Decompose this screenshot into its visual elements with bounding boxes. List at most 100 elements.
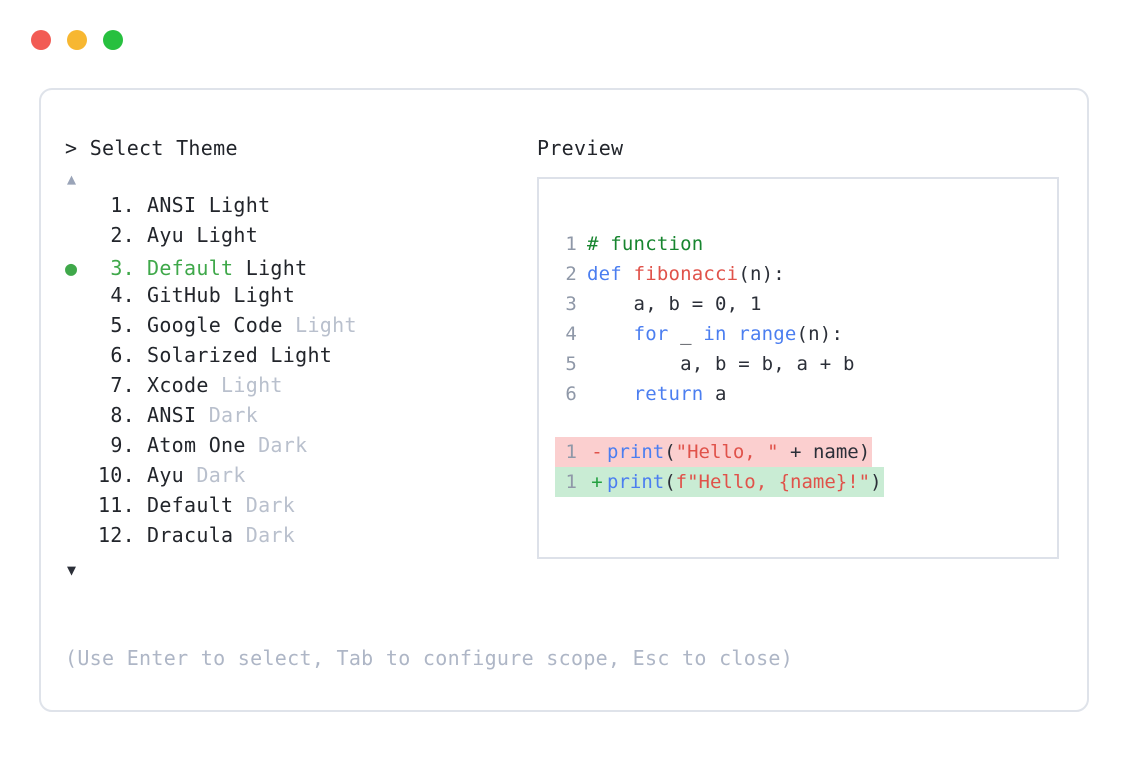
theme-item-variant: Light (221, 283, 296, 307)
theme-item-variant: Light (233, 256, 308, 280)
theme-item-name: Solarized (147, 343, 259, 367)
scroll-down-icon[interactable]: ▼ (67, 561, 77, 579)
theme-item-index: 5. (110, 313, 135, 337)
code-token: def (587, 263, 634, 285)
code-text: def fibonacci(n): (587, 259, 785, 289)
code-text: print("Hello, " + name) (607, 437, 870, 467)
minimize-window-button[interactable] (67, 30, 87, 50)
code-line: 1 # function (555, 229, 1053, 259)
prompt-caret-icon: > (65, 136, 78, 160)
diff-line: 1+print(f"Hello, {name}!") (555, 467, 884, 497)
theme-list-item[interactable]: 12. Dracula Dark (65, 523, 535, 553)
theme-list-item[interactable]: ●3.Default Light (65, 253, 535, 283)
theme-item-variant: Light (184, 223, 259, 247)
theme-list-item[interactable]: 9. Atom One Dark (65, 433, 535, 463)
code-token: a, b = 0, 1 (587, 293, 762, 315)
theme-list-item[interactable]: 6. Solarized Light (65, 343, 535, 373)
theme-list-item[interactable]: 10.Ayu Dark (65, 463, 535, 493)
theme-item-name: Dracula (147, 523, 234, 547)
code-text: # function (587, 229, 703, 259)
code-token: ( (664, 441, 676, 463)
theme-item-name: Ayu (147, 223, 185, 247)
code-token (587, 383, 634, 405)
line-number: 1 (565, 441, 577, 463)
window-controls (31, 30, 123, 50)
scroll-up-icon[interactable]: ▲ (67, 170, 77, 188)
theme-item-index: 11. (97, 493, 135, 517)
code-token: (n): (738, 263, 785, 285)
diff-line: 1-print("Hello, " + name) (555, 437, 873, 467)
code-line: 5 a, b = b, a + b (555, 349, 1053, 379)
maximize-window-button[interactable] (103, 30, 123, 50)
page-title: Select Theme (89, 136, 238, 160)
diff-block: 1-print("Hello, " + name)1+print(f"Hello… (555, 437, 1053, 497)
selected-bullet-icon: ● (65, 256, 78, 280)
theme-list-item[interactable]: 7.Xcode Light (65, 373, 535, 403)
code-token: ) (870, 471, 882, 493)
theme-item-name: ANSI (147, 193, 197, 217)
theme-item-name: GitHub (147, 283, 222, 307)
code-token: _ (680, 323, 704, 345)
theme-item-index: 4. (110, 283, 135, 307)
keyboard-hint: (Use Enter to select, Tab to configure s… (65, 646, 794, 670)
code-text: print(f"Hello, {name}!") (607, 467, 882, 497)
theme-item-name: Default (147, 256, 234, 280)
theme-list-item[interactable]: 11.Default Dark (65, 493, 535, 523)
diff-remove-icon: - (591, 441, 603, 463)
code-token: print (607, 471, 665, 493)
code-token: print (607, 441, 665, 463)
code-token (587, 323, 634, 345)
code-token: a (715, 383, 727, 405)
theme-item-name: Ayu (147, 463, 185, 487)
theme-item-variant: Dark (245, 433, 308, 457)
code-token: # function (587, 233, 704, 255)
code-line: 3 a, b = 0, 1 (555, 289, 1053, 319)
line-number: 1 (565, 233, 577, 255)
theme-item-name: ANSI (147, 403, 197, 427)
code-text: for _ in range(n): (587, 319, 843, 349)
line-number: 5 (565, 353, 577, 375)
code-token: range (738, 323, 797, 345)
theme-item-variant: Dark (233, 523, 296, 547)
code-token: ( (664, 471, 676, 493)
theme-list-item[interactable]: 2.Ayu Light (65, 223, 535, 253)
theme-item-name: Atom One (147, 433, 246, 457)
code-token: for (633, 323, 681, 345)
theme-list-item[interactable]: 8.ANSI Dark (65, 403, 535, 433)
line-number: 3 (565, 293, 577, 315)
theme-item-index: 6. (110, 343, 135, 367)
code-token: ) (858, 441, 871, 463)
theme-item-index: 9. (110, 433, 135, 457)
code-token: "Hello, " (675, 441, 779, 463)
theme-item-index: 10. (97, 463, 135, 487)
line-number: 4 (565, 323, 577, 345)
theme-list-item[interactable]: 5.Google Code Light (65, 313, 535, 343)
theme-item-variant: Light (258, 343, 333, 367)
theme-item-index: 8. (110, 403, 135, 427)
code-line: 6 return a (555, 379, 1053, 409)
line-number: 2 (565, 263, 577, 285)
code-text: a, b = 0, 1 (587, 289, 762, 319)
line-number: 6 (565, 383, 577, 405)
theme-item-index: 1. (110, 193, 135, 217)
theme-item-index: 12. (97, 523, 135, 547)
theme-list-item[interactable]: 4. GitHub Light (65, 283, 535, 313)
close-window-button[interactable] (31, 30, 51, 50)
theme-item-name: Google Code (147, 313, 283, 337)
code-token: name (812, 441, 859, 463)
code-text: a, b = b, a + b (587, 349, 855, 379)
preview-heading: Preview (537, 136, 624, 160)
code-line: 4 for _ in range(n): (555, 319, 1053, 349)
code-token: + (778, 441, 813, 463)
theme-item-index: 7. (110, 373, 135, 397)
theme-item-variant: Light (208, 373, 283, 397)
theme-list-item[interactable]: 1.ANSI Light (65, 193, 535, 223)
code-line: 2 def fibonacci(n): (555, 259, 1053, 289)
